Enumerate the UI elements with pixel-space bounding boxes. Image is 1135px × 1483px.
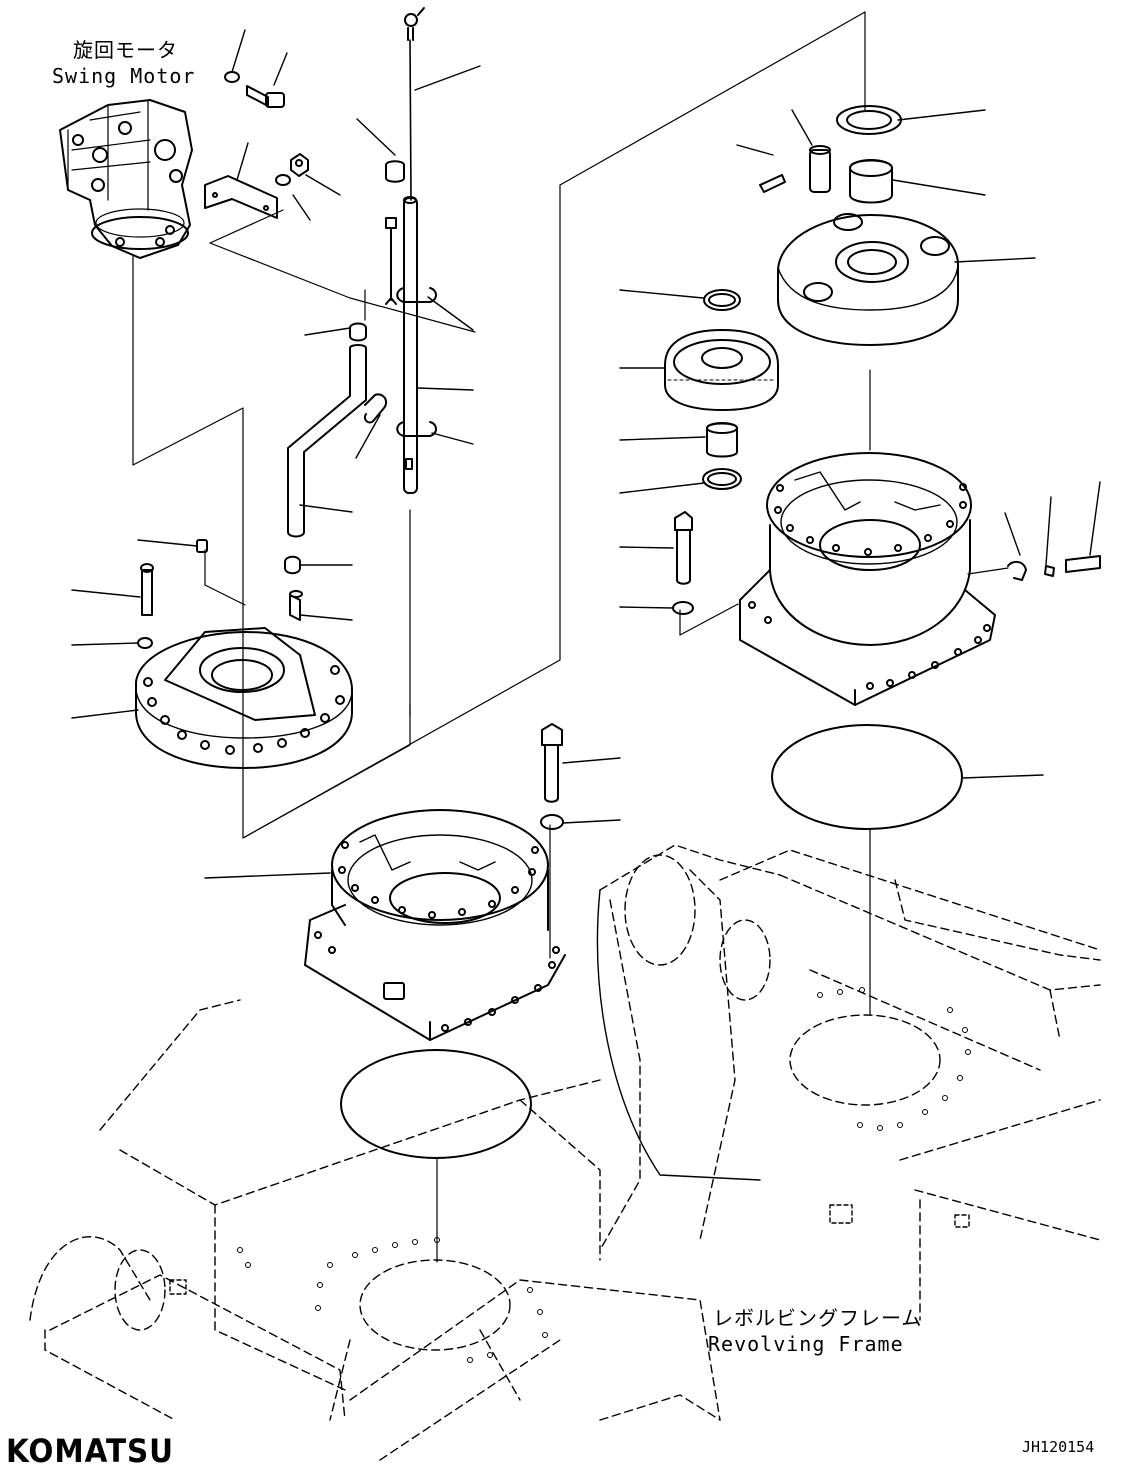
cover-flange [135,539,353,769]
machinery-case-lower [304,809,566,1041]
flange-bolt-holes [143,665,345,755]
assembly-guide-lines [132,11,1009,1263]
lower-case-bolt-holes [314,841,560,1032]
case-bolt-holes [748,483,991,690]
frame-bolt-holes [237,987,971,1363]
o-ring-large [771,724,963,830]
swing-motor-label-jp: 旋回モータ [73,38,178,62]
revolving-frame-label-jp: レボルビングフレーム [713,1306,923,1330]
swing-motor [59,99,193,259]
level-gauge [385,7,437,494]
hose-assembly [284,322,388,621]
machinery-case-upper [739,452,1101,706]
planetary-carrier [759,105,959,346]
figure-id: JH120154 [1022,1438,1095,1456]
mounting-hardware [204,71,309,219]
revolving-frame-label-en: Revolving Frame [708,1332,904,1356]
revolving-frame [29,844,1101,1461]
leader-lines [71,29,1101,879]
o-ring-lower [340,1049,532,1159]
swing-motor-label-en: Swing Motor [52,64,196,88]
case-bolt-washer [540,723,564,830]
brand-logo: KOMATSU [6,1432,174,1470]
ring-gear-set [664,289,779,615]
